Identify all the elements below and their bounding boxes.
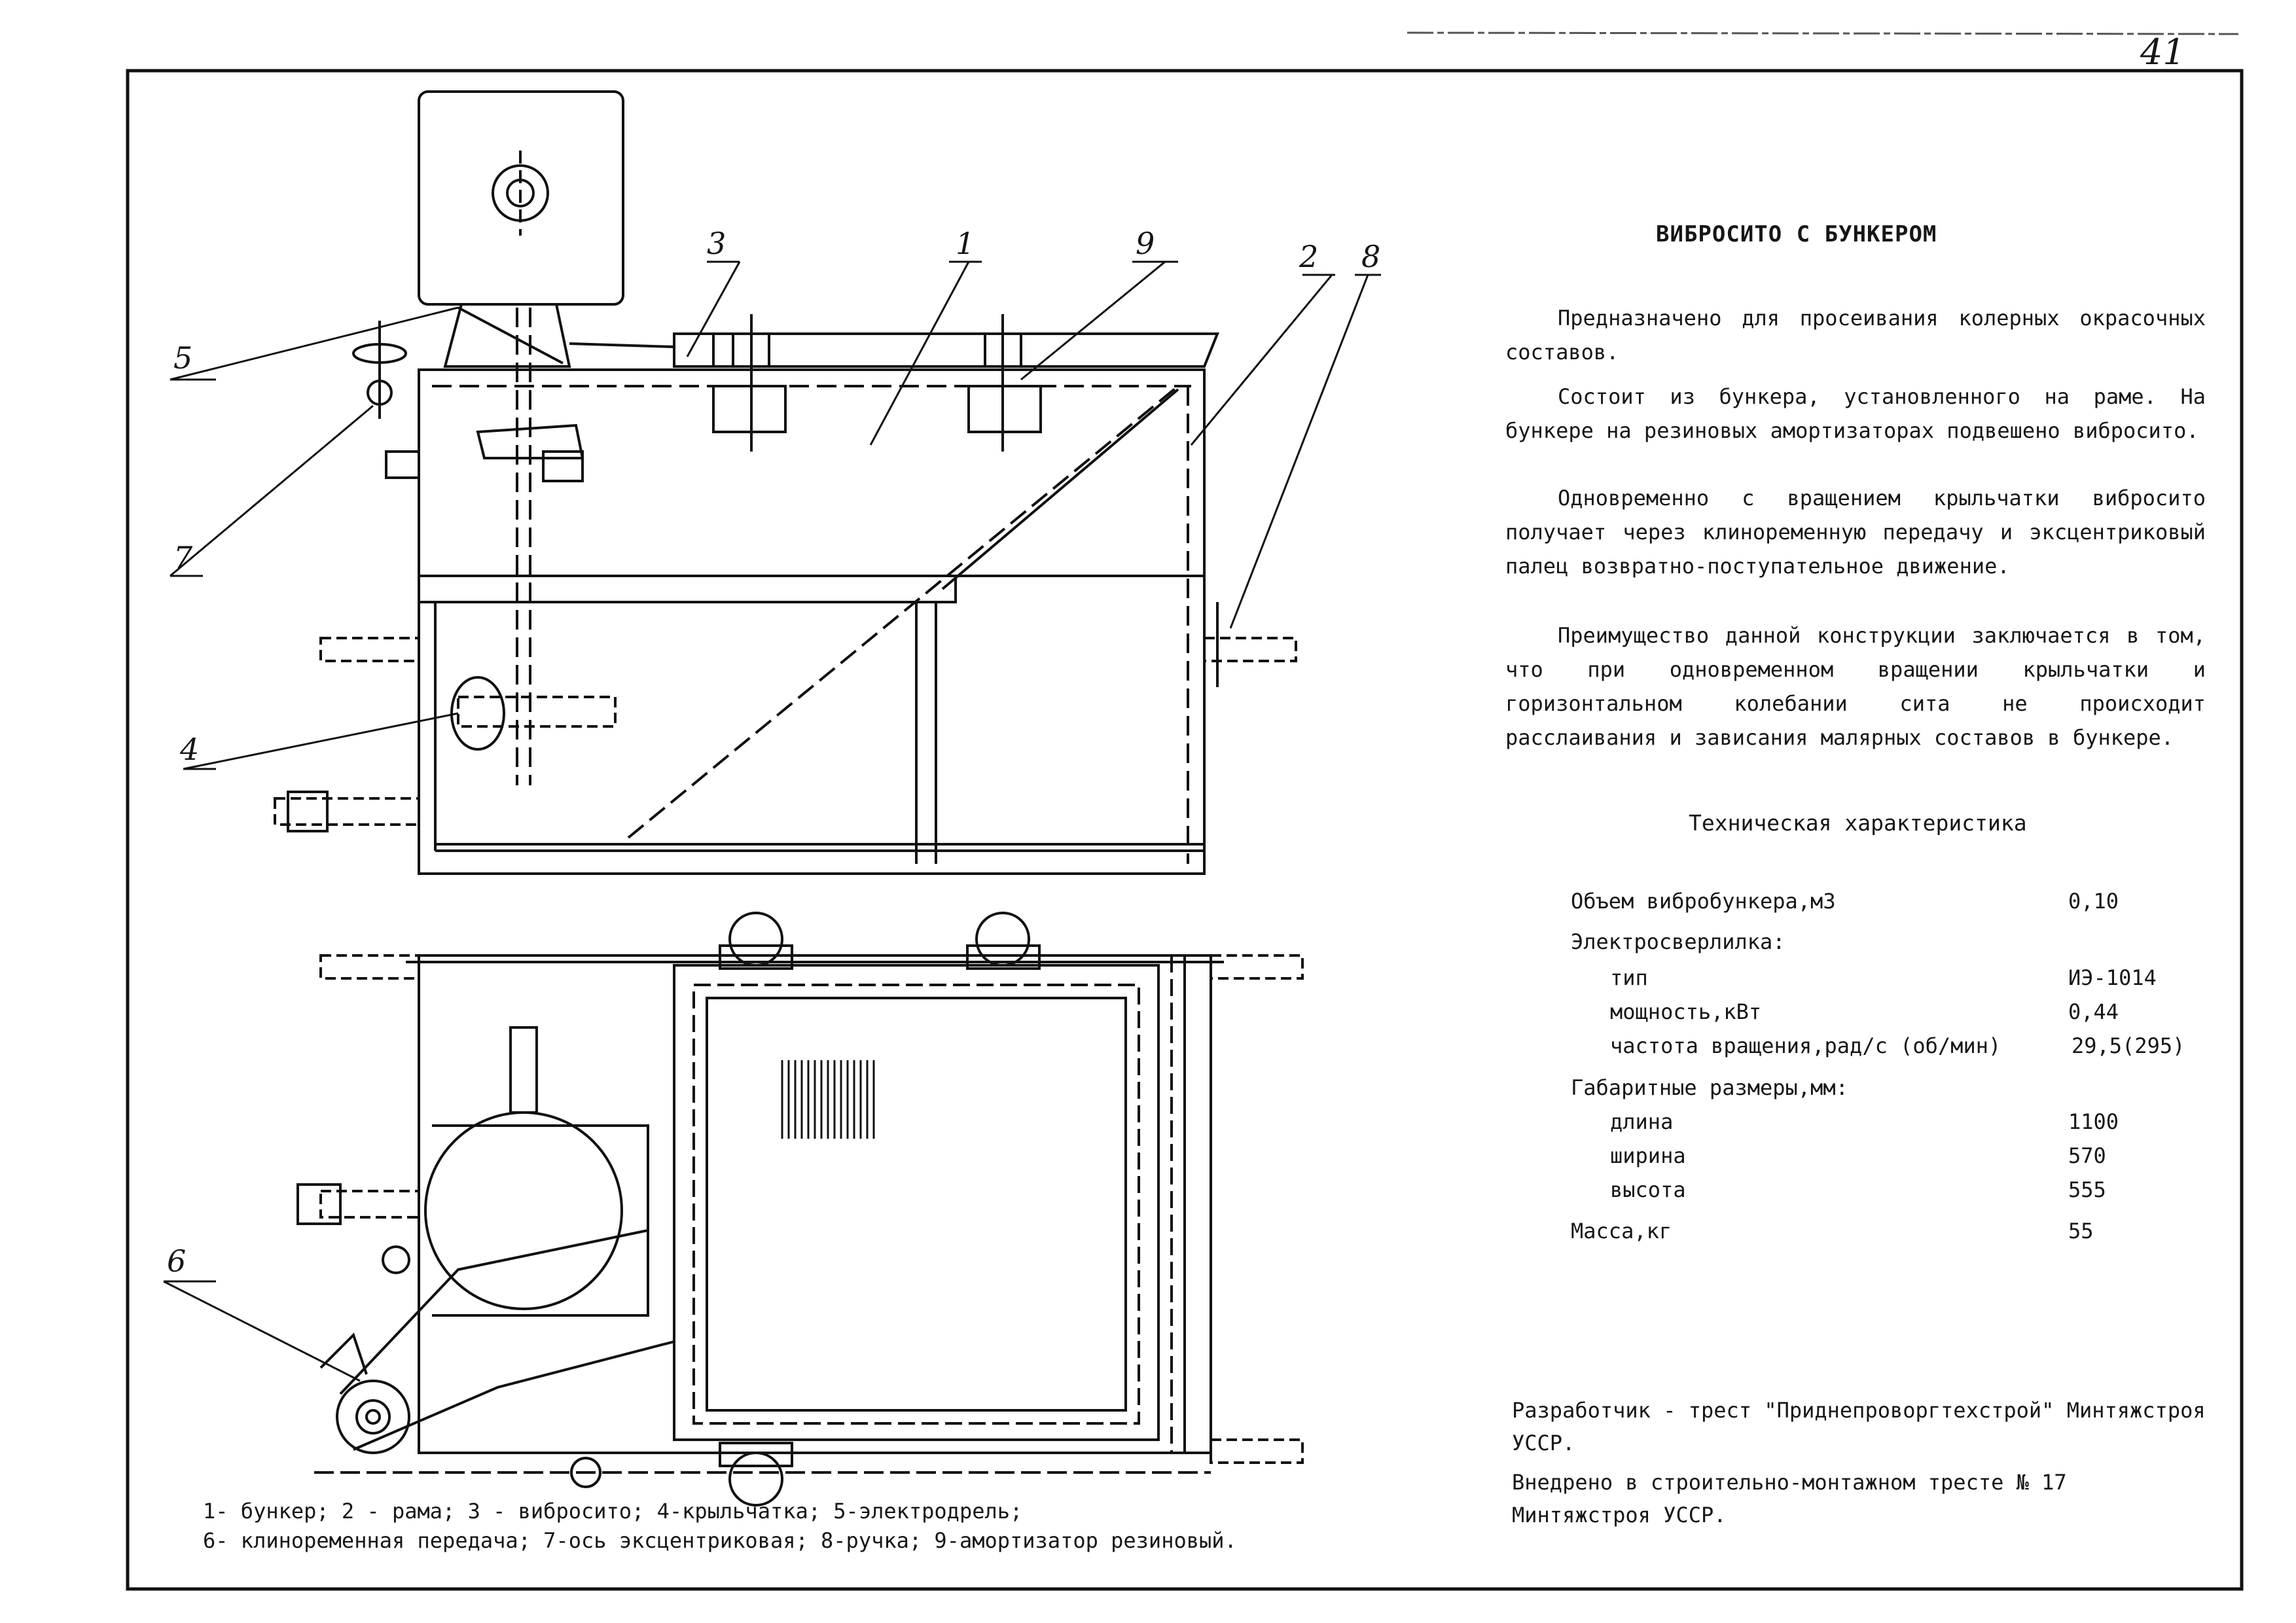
- callout-5: 5: [173, 340, 193, 376]
- top-rule: [1407, 31, 2239, 35]
- spec-label: Объем вибробункера,м3: [1571, 889, 1836, 914]
- bunker-body: [418, 368, 1206, 875]
- paragraph-composition: Состоит из бункера, установленного на ра…: [1505, 384, 2206, 443]
- spec-value: 1100: [2068, 1109, 2119, 1134]
- spec-value: ИЭ-1014: [2068, 965, 2157, 990]
- developer-credit: Разработчик - трест "Приднепроворгтехстр…: [1512, 1398, 2206, 1455]
- callout-9: 9: [1136, 226, 1155, 261]
- spec-label: Электросверлилка:: [1571, 929, 1785, 954]
- paragraph-purpose: Предназначено для просеивания колерных о…: [1505, 306, 2206, 365]
- callout-6: 6: [167, 1243, 187, 1279]
- spec-label: мощность,кВт: [1610, 999, 1762, 1024]
- callout-3: 3: [707, 226, 726, 261]
- callout-1: 1: [956, 226, 975, 261]
- document-title: ВИБРОСИТО С БУНКЕРОМ: [1656, 221, 1937, 247]
- page-number: 41: [2140, 31, 2185, 73]
- spec-value: 0,10: [2068, 889, 2119, 914]
- paragraph-operation: Одновременно с вращением крыльчатки вибр…: [1505, 486, 2206, 579]
- callout-8: 8: [1361, 239, 1381, 274]
- legend-line-1: 1- бункер; 2 - рама; 3 - вибросито; 4-кр…: [203, 1499, 1023, 1524]
- spec-value: 570: [2068, 1143, 2106, 1168]
- spec-label: частота вращения,рад/с (об/мин): [1610, 1033, 2001, 1058]
- plan-view: [296, 912, 1304, 1507]
- spec-value: 29,5(295): [2072, 1033, 2185, 1058]
- spec-value: 0,44: [2068, 999, 2119, 1024]
- callout-2: 2: [1299, 239, 1319, 274]
- spec-label: тип: [1610, 965, 1648, 990]
- side-view: [274, 90, 1297, 875]
- spec-label: высота: [1610, 1177, 1686, 1202]
- spec-value: 55: [2068, 1219, 2094, 1243]
- spec-label: Габаритные размеры,мм:: [1571, 1075, 1848, 1100]
- spec-heading: Техническая характеристика: [1689, 810, 2027, 836]
- spec-label: Масса,кг: [1571, 1219, 1672, 1243]
- paragraph-advantage: Преимущество данной конструкции заключае…: [1505, 623, 2206, 750]
- implementation-credit: Внедрено в строительно-монтажном тресте …: [1512, 1470, 2067, 1527]
- page-frame: [126, 69, 2244, 1591]
- legend-line-2: 6- клиноременная передача; 7-ось эксцент…: [203, 1528, 1237, 1553]
- spec-value: 555: [2068, 1177, 2106, 1202]
- spec-label: длина: [1610, 1109, 1674, 1134]
- callout-7: 7: [173, 540, 193, 575]
- leader-lines: [163, 260, 1381, 1382]
- callout-4: 4: [180, 732, 200, 767]
- spec-label: ширина: [1610, 1143, 1686, 1168]
